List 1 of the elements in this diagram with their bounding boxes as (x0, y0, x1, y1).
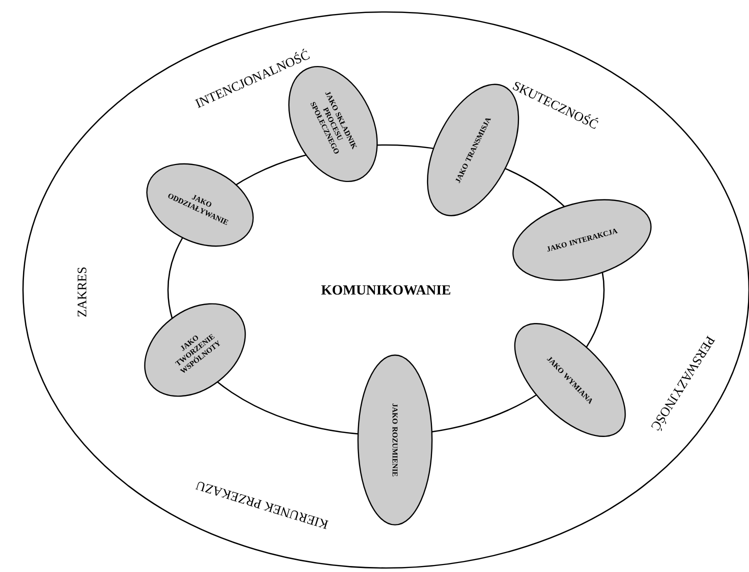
aspect-label: ZAKRES (78, 268, 86, 317)
